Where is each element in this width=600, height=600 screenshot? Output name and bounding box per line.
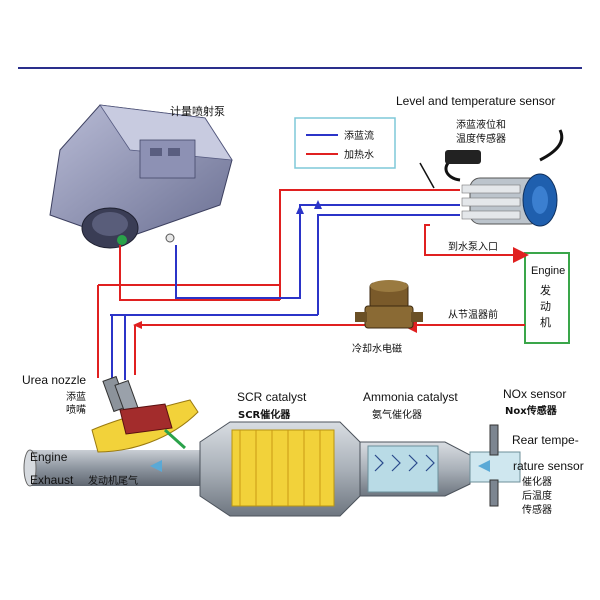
red-arrow-left — [133, 321, 142, 329]
level-temp-sensor — [444, 129, 564, 227]
scr-catalyst-label-en: SCR catalyst — [237, 390, 307, 404]
rear-temp-sensor-label-cn-1: 催化器 — [522, 475, 552, 488]
engine-exhaust-label-en-1: Engine — [30, 450, 68, 464]
legend-urea-label: 添蓝流 — [344, 129, 374, 142]
exhaust-assembly — [23, 421, 521, 517]
urea-lines — [110, 204, 460, 380]
coolant-solenoid-valve — [355, 280, 423, 329]
rear-temp-sensor-label-en-1: Rear tempe- — [512, 433, 579, 447]
nox-sensor-label-cn: Nox传感器 — [505, 404, 558, 417]
level-temp-sensor-label-cn-2: 温度传感器 — [456, 132, 506, 145]
blue-arrow-up-2 — [314, 200, 322, 209]
scr-catalyst-core — [231, 429, 335, 507]
blue-arrow-up-1 — [296, 205, 304, 214]
legend-box — [294, 117, 396, 169]
urea-nozzle-label-cn-2: 喷嘴 — [66, 404, 86, 416]
rear-temp-sensor-label-cn-2: 后温度 — [522, 489, 552, 502]
scr-catalyst-label-cn: SCR催化器 — [238, 408, 291, 421]
from-thermostat-label: 从节温器前 — [448, 308, 498, 321]
ammonia-catalyst-core — [367, 445, 439, 493]
to-pump-inlet-label: 到水泵入口 — [448, 241, 498, 253]
coolant-valve-label: 冷却水电磁 — [352, 342, 402, 355]
metering-pump — [49, 104, 233, 249]
urea-nozzle-label-cn-1: 添蓝 — [66, 390, 86, 403]
ammonia-catalyst-label-cn: 氨气催化器 — [372, 408, 422, 421]
rear-temp-sensor — [489, 479, 499, 507]
outlet-pipe — [469, 451, 521, 483]
level-temp-sensor-label-en: Level and temperature sensor — [396, 94, 555, 108]
level-temp-sensor-label-cn-1: 添蓝液位和 — [456, 118, 506, 131]
level-sensor-leader — [419, 162, 435, 189]
legend-hot-water-label: 加热水 — [344, 148, 374, 161]
legend: 添蓝流 加热水 — [294, 117, 396, 169]
engine-exhaust-label-cn: 发动机尾气 — [88, 474, 138, 487]
nox-sensor — [489, 424, 499, 456]
nox-sensor-label-en: NOx sensor — [503, 387, 566, 401]
urea-nozzle — [91, 375, 199, 453]
engine-label-cn-1: 发 — [540, 283, 551, 297]
ammonia-catalyst-label-en: Ammonia catalyst — [363, 390, 458, 404]
engine-label-cn-3: 机 — [540, 315, 551, 329]
rear-temp-sensor-label-en-2: rature sensor — [513, 459, 584, 473]
engine-box — [524, 252, 570, 344]
rear-temp-sensor-label-cn-3: 传感器 — [522, 503, 552, 516]
engine-label-cn-2: 动 — [540, 300, 551, 313]
metering-pump-label: 计量喷射泵 — [170, 104, 225, 118]
engine-exhaust-label-en-2: Exhaust — [30, 473, 74, 487]
engine-label-en: Engine — [531, 265, 565, 277]
urea-nozzle-label-en: Urea nozzle — [22, 373, 86, 387]
